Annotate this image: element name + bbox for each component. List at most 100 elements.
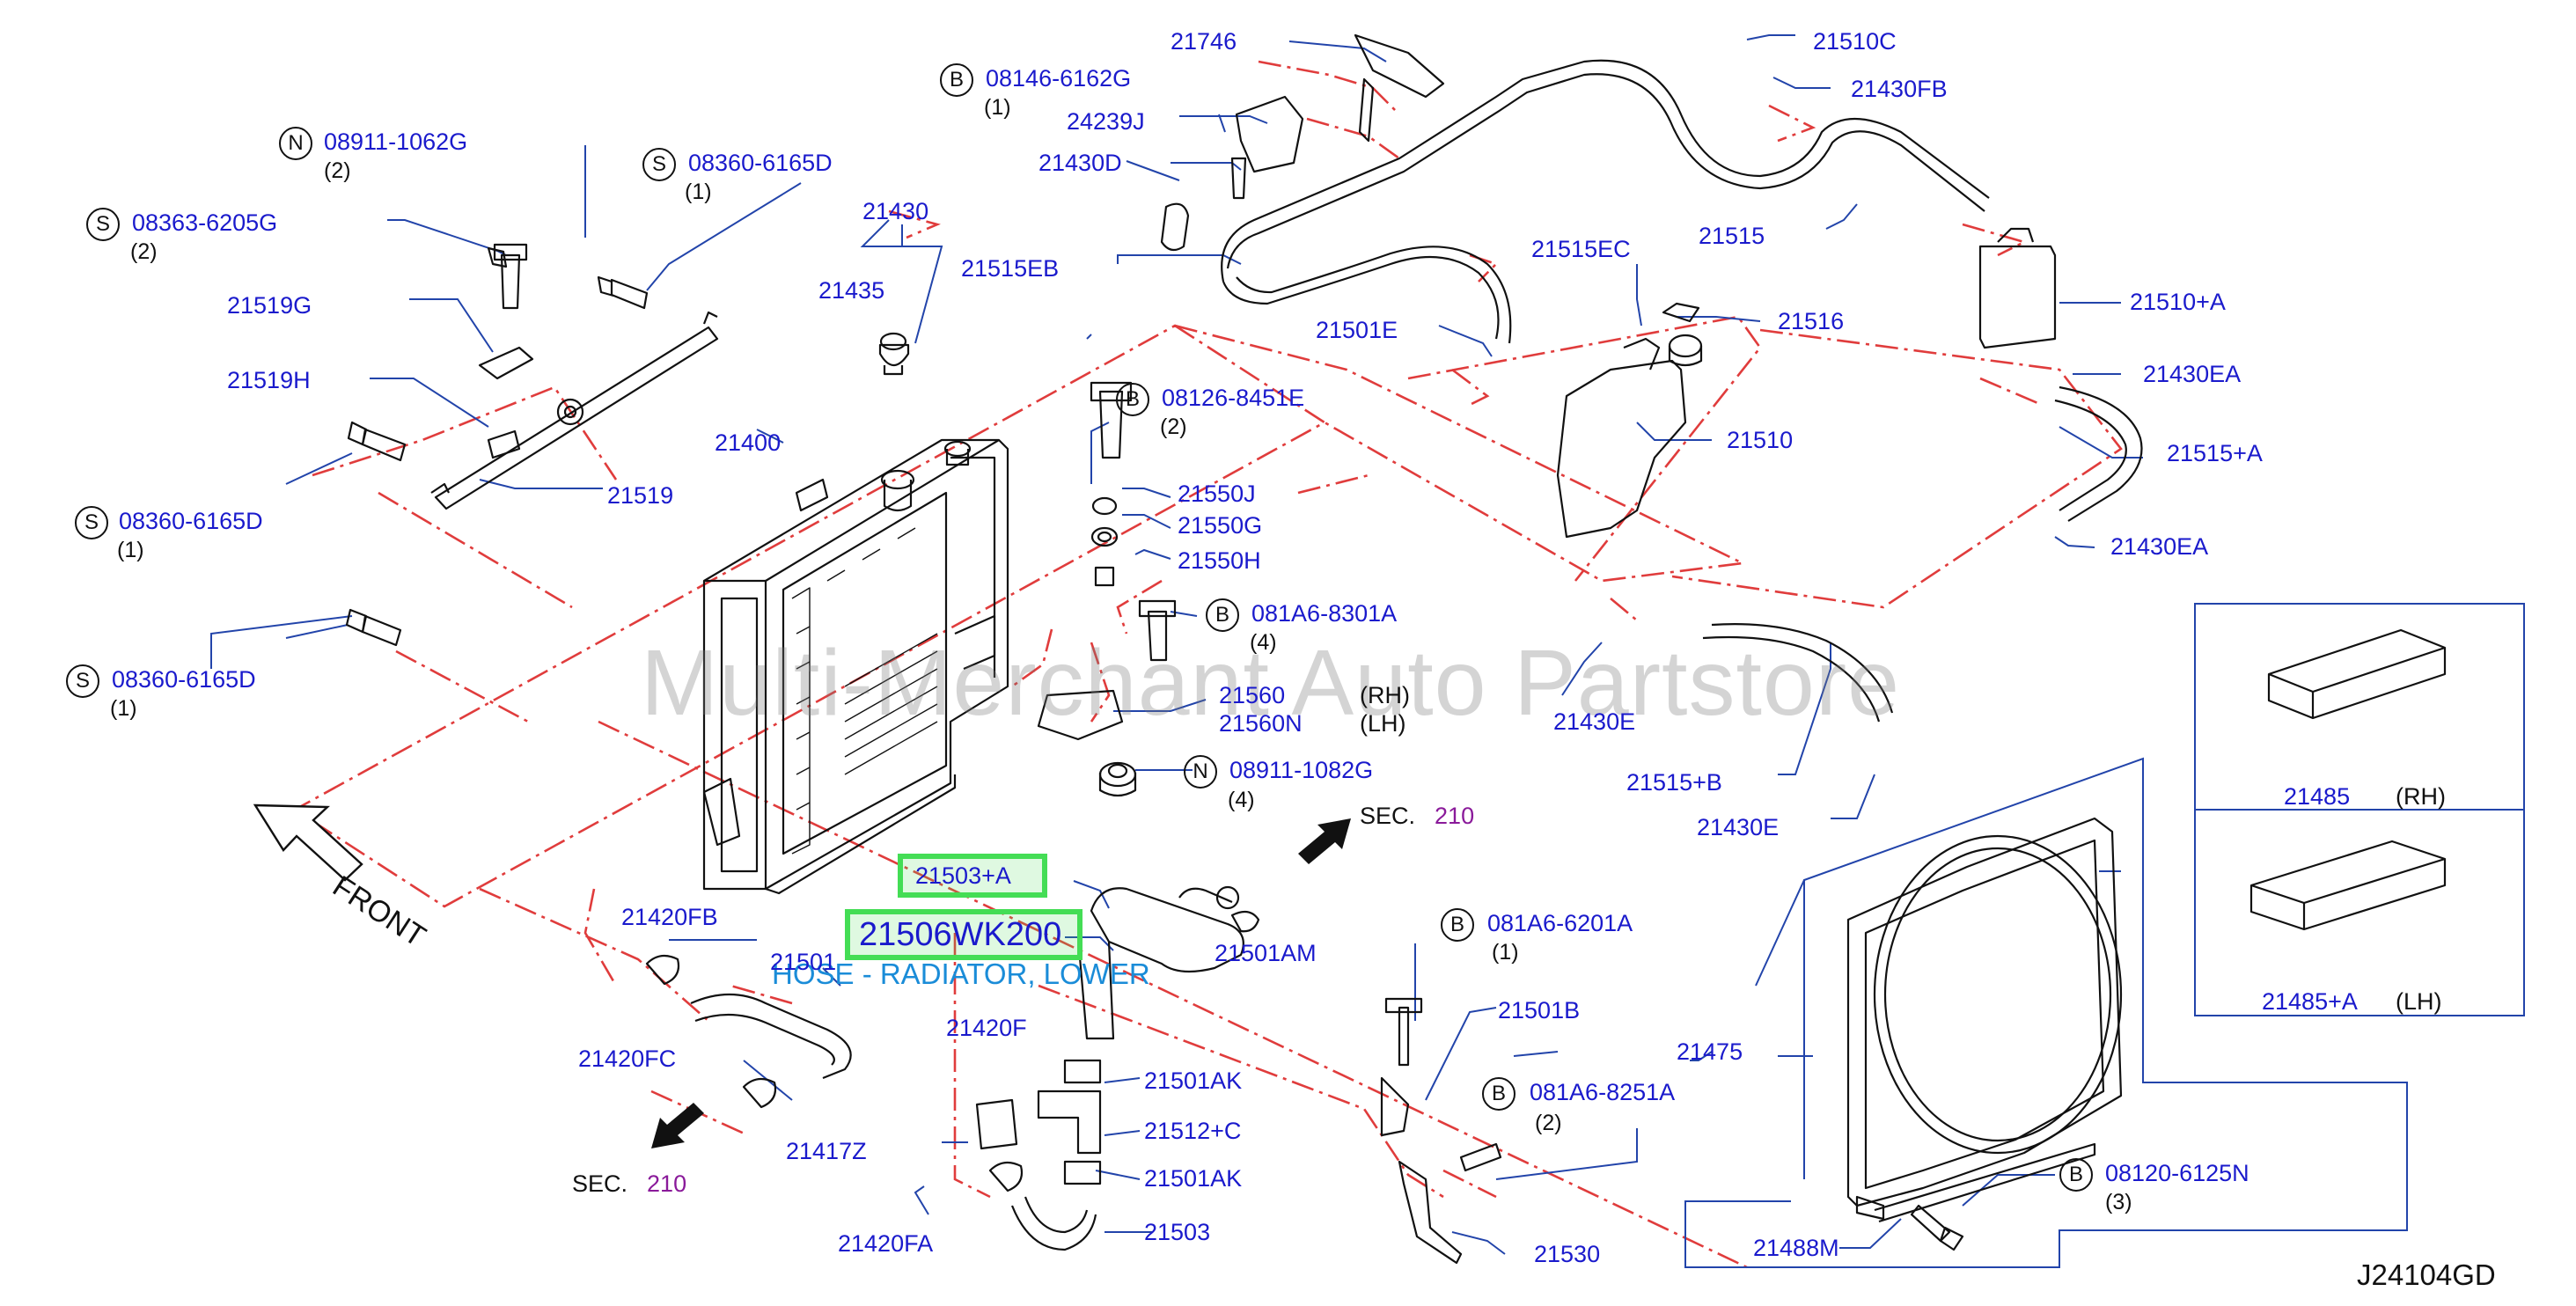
bolt-badge-b: B — [1482, 1077, 1516, 1111]
bolt-badge-b: B — [1116, 383, 1149, 416]
callout-21515EB[interactable]: 21515EB — [961, 255, 1060, 282]
callout-qty: (1) — [685, 180, 712, 204]
nut-badge-n: N — [279, 127, 312, 160]
highlight-box-part-b[interactable]: 21506WK200 — [845, 909, 1083, 960]
bolt-badge-b: B — [940, 63, 973, 97]
screw-badge-s: S — [642, 148, 676, 181]
parts-art — [345, 33, 2447, 1265]
screw-badge-s: S — [86, 208, 120, 241]
sec-reference-lower[interactable]: SEC.210 — [572, 1170, 686, 1198]
callout-qty: (2) — [1535, 1111, 1562, 1135]
callout-21550G[interactable]: 21550G — [1178, 512, 1263, 539]
callout-08126-8451E[interactable]: 08126-8451E — [1162, 385, 1305, 411]
callout-08360-6165D[interactable]: 08360-6165D — [112, 666, 256, 693]
callout-21420FC[interactable]: 21420FC — [578, 1046, 677, 1072]
callout-qty: (4) — [1228, 788, 1255, 812]
callout-21510+A[interactable]: 21510+A — [2130, 289, 2226, 315]
callout-qty: (4) — [1250, 630, 1277, 655]
callout-qty: (2) — [324, 158, 351, 183]
screw-badge-s: S — [75, 506, 108, 539]
callout-21485+A[interactable]: 21485+A — [2262, 988, 2358, 1015]
side-lh: (LH) — [2396, 988, 2442, 1015]
sec-arrow-icon-upper — [1298, 818, 1351, 864]
callout-08120-6125N[interactable]: 08120-6125N — [2105, 1160, 2249, 1186]
callout-21530[interactable]: 21530 — [1534, 1241, 1601, 1267]
callout-21420F[interactable]: 21420F — [946, 1015, 1027, 1041]
callout-qty: (2) — [1160, 415, 1187, 439]
callout-21503[interactable]: 21503 — [1144, 1219, 1211, 1245]
callout-21519H[interactable]: 21519H — [227, 367, 311, 393]
callout-21746[interactable]: 21746 — [1171, 28, 1237, 55]
callout-08146-6162G[interactable]: 08146-6162G — [986, 65, 1132, 92]
bolt-badge-b: B — [1206, 598, 1239, 632]
callout-qty: (1) — [1492, 940, 1519, 965]
callout-21515+B[interactable]: 21515+B — [1626, 769, 1722, 796]
watermark-text: Multi-Merchant Auto Partstore — [641, 631, 1901, 735]
callout-21488M[interactable]: 21488M — [1753, 1235, 1839, 1261]
front-arrow-icon — [253, 803, 363, 882]
sec-label: SEC. — [1360, 803, 1416, 829]
part-description: HOSE - RADIATOR, LOWER — [772, 957, 1150, 990]
callout-21417Z[interactable]: 21417Z — [786, 1138, 867, 1164]
sec-number[interactable]: 210 — [647, 1170, 687, 1197]
callout-21510C[interactable]: 21510C — [1813, 28, 1897, 55]
highlight-part-a-label[interactable]: 21503+A — [915, 862, 1011, 889]
sec-arrow-icon-lower — [651, 1103, 704, 1148]
panel-boxes — [1684, 603, 2525, 1268]
callout-21560N[interactable]: 21560N — [1219, 710, 1303, 737]
callout-21515+A[interactable]: 21515+A — [2167, 440, 2263, 466]
callout-08360-6165D[interactable]: 08360-6165D — [688, 150, 833, 176]
highlight-part-b-label[interactable]: 21506WK200 — [859, 916, 1062, 953]
callout-21516[interactable]: 21516 — [1778, 308, 1845, 334]
callout-21501[interactable]: 21501 — [770, 949, 837, 975]
diagram-code: J24104GD — [2357, 1258, 2496, 1291]
callout-21430E[interactable]: 21430E — [1553, 708, 1636, 735]
callout-21475[interactable]: 21475 — [1677, 1038, 1743, 1065]
callout-081A6-8301A[interactable]: 081A6-8301A — [1251, 600, 1398, 627]
callout-24239J[interactable]: 24239J — [1067, 108, 1145, 135]
callout-08363-6205G[interactable]: 08363-6205G — [132, 209, 278, 236]
callout-21550J[interactable]: 21550J — [1178, 481, 1256, 507]
callout-21430D[interactable]: 21430D — [1038, 150, 1122, 176]
callout-21512+C[interactable]: 21512+C — [1144, 1118, 1242, 1144]
callout-081A6-8251A[interactable]: 081A6-8251A — [1530, 1079, 1676, 1105]
nut-badge-n: N — [1184, 755, 1217, 789]
callout-08911-1082G[interactable]: 08911-1082G — [1229, 757, 1374, 783]
callout-21515EC[interactable]: 21515EC — [1531, 236, 1631, 262]
callout-21515[interactable]: 21515 — [1699, 223, 1765, 249]
sec-number[interactable]: 210 — [1435, 803, 1475, 829]
callout-21501AM[interactable]: 21501AM — [1215, 940, 1317, 966]
callout-21430EA[interactable]: 21430EA — [2143, 361, 2242, 387]
callout-21430EA[interactable]: 21430EA — [2110, 533, 2209, 560]
callout-21420FB[interactable]: 21420FB — [621, 904, 718, 930]
callout-21550H[interactable]: 21550H — [1178, 547, 1261, 574]
callout-21435[interactable]: 21435 — [818, 277, 885, 304]
callout-21420FA[interactable]: 21420FA — [838, 1230, 934, 1257]
callout-21430FB[interactable]: 21430FB — [1851, 76, 1948, 102]
highlight-box-part-a[interactable]: 21503+A — [898, 854, 1047, 898]
callout-21430E[interactable]: 21430E — [1697, 814, 1780, 840]
callout-08911-1062G[interactable]: 08911-1062G — [324, 128, 468, 155]
assembly-lines — [292, 60, 2123, 1269]
screw-badge-s: S — [66, 664, 99, 698]
callout-21519G[interactable]: 21519G — [227, 292, 312, 319]
callout-21485[interactable]: 21485 — [2284, 783, 2351, 810]
callout-21501AK[interactable]: 21501AK — [1144, 1068, 1243, 1094]
callout-21501B[interactable]: 21501B — [1498, 997, 1581, 1024]
callout-qty: (1) — [984, 95, 1011, 120]
callout-21501AK[interactable]: 21501AK — [1144, 1165, 1243, 1192]
callout-21560[interactable]: 21560 — [1219, 682, 1286, 708]
callout-21400[interactable]: 21400 — [715, 429, 782, 456]
callout-qty: (1) — [110, 696, 137, 721]
callout-08360-6165D[interactable]: 08360-6165D — [119, 508, 263, 534]
callout-21519[interactable]: 21519 — [607, 482, 674, 509]
callout-21430[interactable]: 21430 — [862, 198, 929, 224]
callout-21501E[interactable]: 21501E — [1316, 317, 1398, 343]
callout-21510[interactable]: 21510 — [1727, 427, 1794, 453]
callout-qty: (1) — [117, 538, 144, 562]
sec-reference-upper[interactable]: SEC. 210 — [1360, 803, 1474, 830]
callout-081A6-6201A[interactable]: 081A6-6201A — [1487, 910, 1633, 936]
leader-lines — [210, 34, 2143, 1255]
